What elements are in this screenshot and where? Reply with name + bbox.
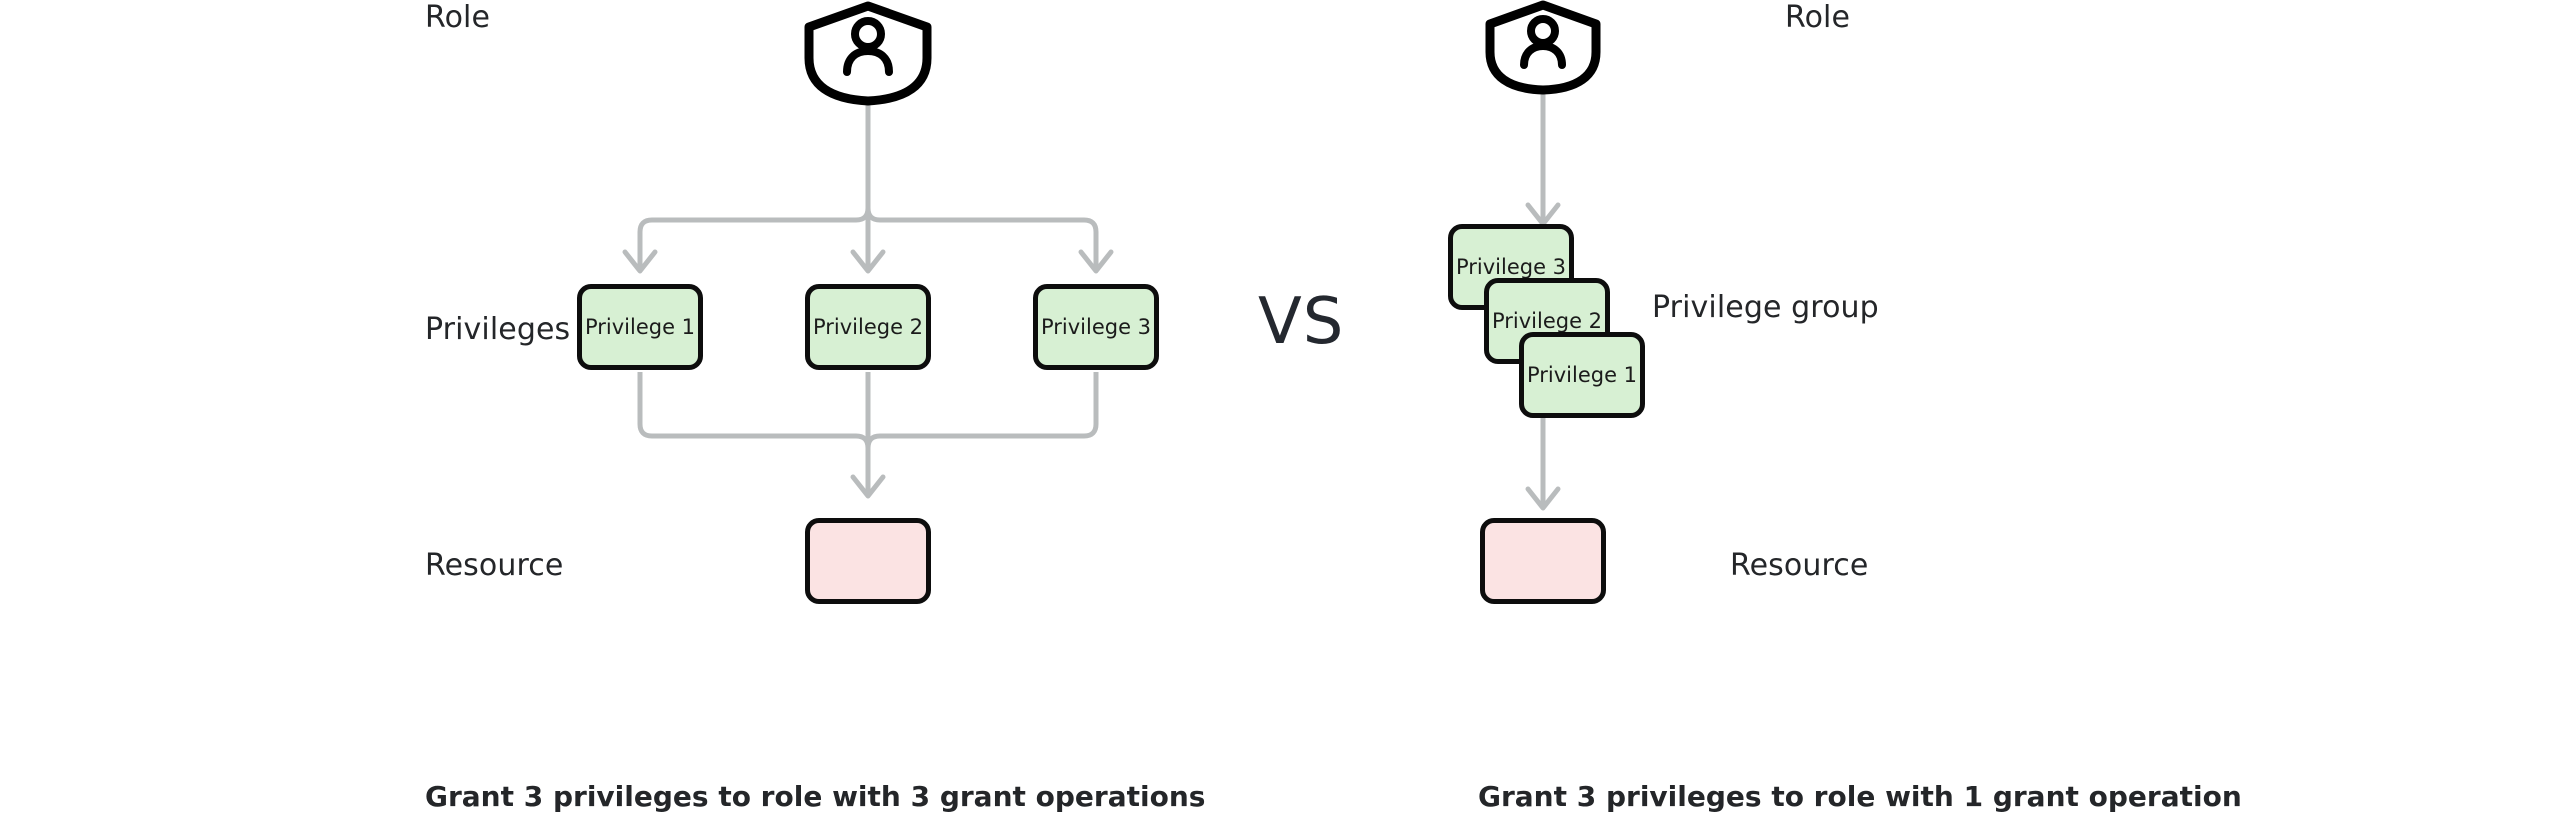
privilege-box-3-label: Privilege 3 [1040,315,1152,339]
privilege-box-3[interactable]: Privilege 3 [1033,284,1159,370]
arrowhead-to-privilege-2 [850,249,886,274]
left-role-label: Role [425,0,491,35]
left-privileges-label: Privileges [425,312,571,347]
resource-box-left[interactable] [805,518,931,604]
privilege-box-1-label: Privilege 1 [584,315,696,339]
connector-bus-right [865,207,1099,268]
left-resource-label: Resource [425,548,564,583]
right-role-label: Role [1785,0,1851,35]
privilege-stack-box-2-label: Privilege 2 [1491,309,1603,333]
arrowhead-to-resource-right [1525,486,1561,511]
arrowhead-to-privilege-3 [1078,249,1114,274]
connector-bus-left [637,207,871,268]
caption-left: Grant 3 privileges to role with 3 grant … [425,780,1206,813]
privilege-stack-box-2[interactable]: Privilege 2 [1484,278,1610,364]
arrowhead-to-privilege-1 [622,249,658,274]
caption-right: Grant 3 privileges to role with 1 grant … [1478,780,2242,813]
privilege-box-2-label: Privilege 2 [812,315,924,339]
right-resource-label: Resource [1730,548,1869,583]
versus-label: VS [1258,285,1345,359]
shield-user-icon-right [1485,0,1601,95]
connector-privilege-3-to-bus [865,372,1099,494]
connector-privilege-1-to-bus [637,372,871,494]
arrowhead-to-resource-left [850,474,886,499]
resource-box-right[interactable] [1480,518,1606,604]
shield-user-icon-left [804,1,932,106]
privilege-stack-box-3-label: Privilege 3 [1455,255,1567,279]
privilege-stack-box-1[interactable]: Privilege 1 [1519,332,1645,418]
arrowhead-to-stack [1525,202,1561,227]
privilege-stack-box-1-label: Privilege 1 [1526,363,1638,387]
privilege-group-label: Privilege group [1652,290,1879,325]
privilege-box-2[interactable]: Privilege 2 [805,284,931,370]
privilege-box-1[interactable]: Privilege 1 [577,284,703,370]
